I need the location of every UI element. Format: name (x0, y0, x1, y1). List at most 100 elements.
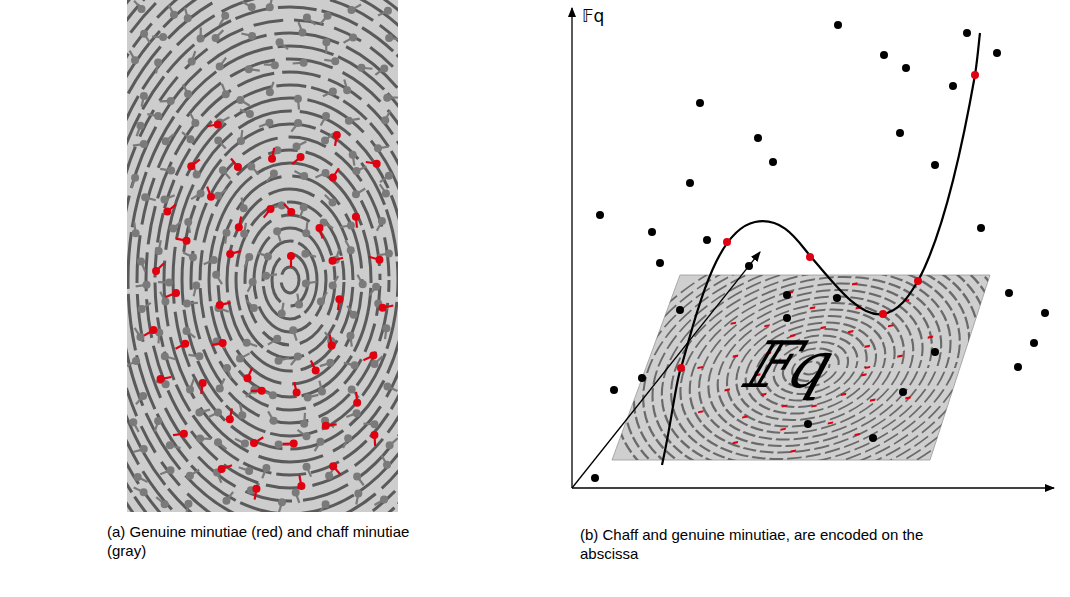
chaff-minutia (303, 463, 312, 477)
minutia-dot (214, 137, 222, 145)
chaff-minutia (352, 167, 366, 175)
minutia-dot (292, 143, 300, 151)
depth-axis (572, 252, 760, 488)
minutia-dot (325, 472, 333, 480)
chaff-point (648, 228, 656, 236)
chaff-point (591, 474, 599, 482)
chaff-minutia (347, 306, 357, 319)
genuine-minutia (888, 325, 893, 326)
chaff-point (1014, 363, 1022, 371)
minutia-dot (250, 304, 258, 312)
minutia-dot (295, 301, 303, 309)
chaff-point (949, 82, 957, 90)
genuine-minutia (199, 379, 207, 394)
genuine-minutia (370, 431, 378, 446)
chaff-minutia (160, 195, 174, 203)
minutia-dot (143, 281, 151, 289)
chaff-minutia (346, 332, 354, 347)
chaff-minutia (346, 409, 360, 417)
chaff-minutia (266, 0, 274, 11)
chaff-minutia (195, 408, 210, 416)
chaff-minutia (297, 430, 310, 440)
minutia-dot (287, 208, 295, 216)
genuine-minutia (243, 368, 251, 382)
ridge (218, 176, 362, 384)
ridge (127, 0, 398, 512)
chaff-minutia (302, 279, 317, 287)
chaff-minutia (347, 5, 361, 14)
minutia-dot (207, 193, 215, 201)
minutia-dot (193, 170, 201, 178)
chaff-minutia (344, 33, 358, 42)
axis-label: 𝔽q (582, 6, 604, 26)
chaff-minutia (235, 439, 249, 448)
chaff-point (1005, 289, 1013, 297)
minutia-dot (300, 172, 308, 180)
genuine-minutia (226, 250, 241, 258)
genuine-minutia (292, 153, 304, 164)
minutia-dot (189, 253, 197, 261)
minutia-dot (222, 497, 230, 505)
ridge (686, 297, 937, 440)
chaff-point (676, 306, 684, 314)
chaff-minutia (247, 162, 259, 174)
chaff-minutia (267, 169, 278, 181)
chaff-minutia (130, 51, 139, 65)
chaff-point (931, 348, 939, 356)
minutia-dot (212, 271, 220, 279)
minutia-dot (250, 439, 258, 447)
chaff-minutia (204, 256, 218, 264)
minutia-dot (154, 112, 162, 120)
minutia-dot (369, 351, 377, 359)
genuine-minutia (293, 382, 301, 397)
minutia-dot (344, 434, 352, 442)
chaff-point (686, 179, 694, 187)
chaff-point (769, 158, 777, 166)
ridge (583, 238, 1039, 498)
minutia-dot (379, 304, 387, 312)
minutia-dot (131, 56, 139, 64)
minutia-dot (243, 374, 251, 382)
chaff-minutia (246, 300, 258, 312)
minutia-dot (383, 382, 391, 390)
minutia-dot (329, 199, 337, 207)
chaff-minutia (214, 137, 225, 149)
minutia-dot (329, 174, 337, 182)
minutia-dot (273, 227, 281, 235)
genuine-minutia (742, 416, 747, 417)
minutia-dot (226, 415, 234, 423)
chaff-minutia (325, 195, 337, 207)
minutia-dot (302, 432, 310, 440)
chaff-point (834, 21, 842, 29)
minutia-dot (349, 151, 357, 159)
chaff-minutia (264, 61, 279, 69)
chaff-minutia (236, 353, 250, 362)
genuine-minutia (782, 405, 787, 406)
genuine-minutia (366, 160, 381, 168)
chaff-point (754, 134, 762, 142)
minutia-dot (321, 137, 329, 145)
ridge (227, 189, 353, 371)
genuine-minutia (764, 325, 769, 326)
minutia-dot (372, 283, 380, 291)
chaff-minutia (298, 22, 306, 36)
minutia-dot (159, 33, 167, 41)
minutia-dot (382, 189, 390, 197)
chaff-point (696, 99, 704, 107)
minutia-dot (350, 311, 358, 319)
chaff-point (963, 29, 971, 37)
chaff-minutia (216, 379, 225, 393)
chaff-minutia (374, 144, 389, 152)
chaff-point (703, 236, 711, 244)
chaff-minutia (377, 217, 386, 231)
genuine-minutia (854, 434, 859, 435)
genuine-minutia (187, 159, 200, 170)
chaff-minutia (319, 500, 330, 512)
minutia-dot (183, 237, 191, 245)
chaff-minutia (315, 169, 329, 177)
ridge (127, 7, 398, 512)
chaff-minutia (248, 278, 257, 292)
minutia-dot (258, 387, 266, 395)
chaff-point (869, 434, 877, 442)
minutia-dot (226, 250, 234, 258)
